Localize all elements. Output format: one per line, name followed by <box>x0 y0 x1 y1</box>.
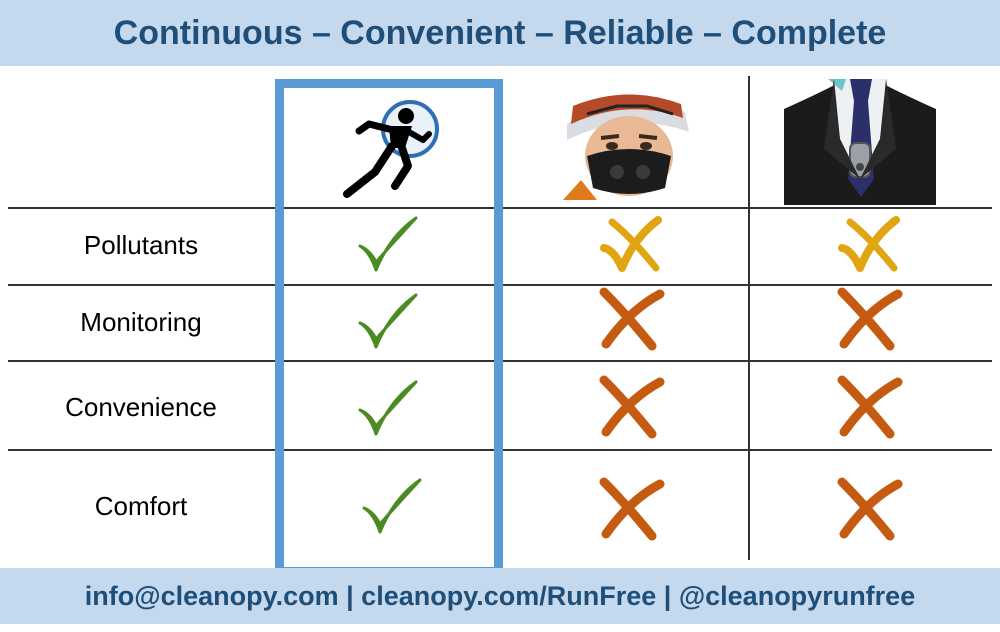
check-icon <box>358 216 418 272</box>
row-label-comfort: Comfort <box>94 491 188 521</box>
page-title: Continuous – Convenient – Reliable – Com… <box>113 14 887 52</box>
column-divider <box>748 76 750 560</box>
cross-icon <box>599 287 665 351</box>
check-icon <box>358 380 418 436</box>
partial-check-icon <box>600 216 662 272</box>
row-label-monitoring: Monitoring <box>80 307 202 337</box>
title-banner: Continuous – Convenient – Reliable – Com… <box>0 0 1000 66</box>
masked-person-photo <box>557 84 699 200</box>
runner-icon <box>343 100 439 198</box>
cross-icon <box>599 477 665 541</box>
check-icon <box>362 478 422 534</box>
check-icon <box>358 293 418 349</box>
cross-icon <box>599 375 665 439</box>
contact-info: info@cleanopy.com | cleanopy.com/RunFree… <box>84 581 916 611</box>
cross-icon <box>837 287 903 351</box>
cross-icon <box>837 375 903 439</box>
partial-check-icon <box>838 216 900 272</box>
contact-banner: info@cleanopy.com | cleanopy.com/RunFree… <box>0 568 1000 624</box>
suit-wearable-photo <box>784 79 936 205</box>
row-label-convenience: Convenience <box>65 392 217 422</box>
row-label-pollutants: Pollutants <box>83 230 199 260</box>
cross-icon <box>837 477 903 541</box>
